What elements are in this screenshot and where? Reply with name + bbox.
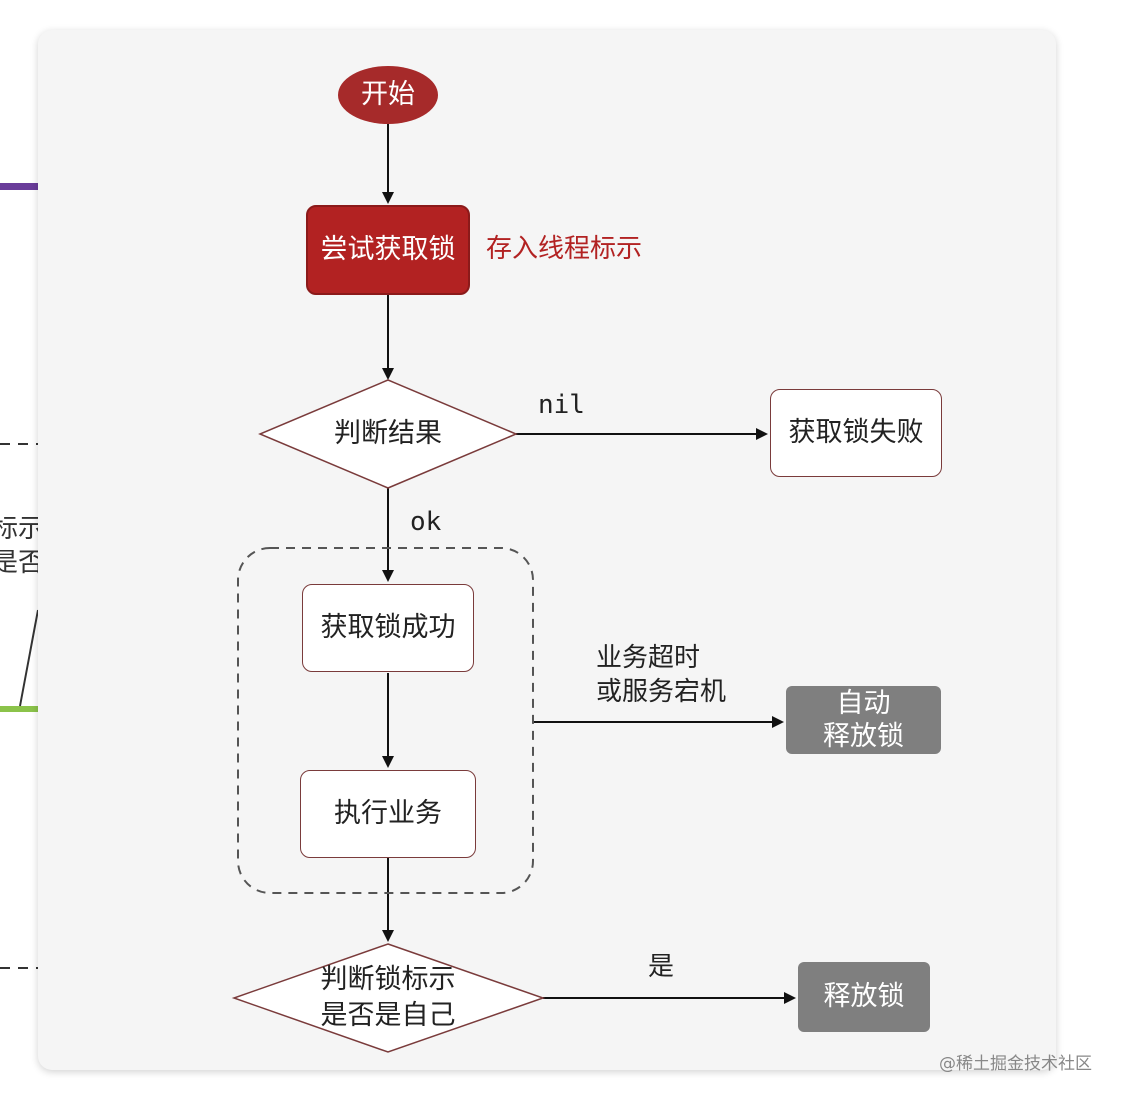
bg-green-bar xyxy=(0,706,38,712)
critical-section-group xyxy=(237,547,534,894)
judge-owner-label: 判断锁标示 是否是自己 xyxy=(320,964,456,1031)
try-lock-node: 尝试获取锁 xyxy=(306,205,470,295)
edge-label-timeout: 业务超时 或服务宕机 xyxy=(596,643,727,707)
store-thread-id-note: 存入线程标示 xyxy=(486,234,643,264)
lock-fail-node: 获取锁失败 xyxy=(770,389,942,477)
lock-success-node: 获取锁成功 xyxy=(302,584,474,672)
release-node: 释放锁 xyxy=(798,962,930,1032)
bg-purple-bar xyxy=(0,183,38,190)
diagram-canvas xyxy=(38,30,1056,1070)
bg-left-lines xyxy=(0,443,39,969)
watermark: @稀土掘金技术社区 xyxy=(939,1054,1092,1074)
edge-label-yes: 是 xyxy=(648,952,675,982)
edge-label-ok: ok xyxy=(410,507,442,537)
judge-result-label: 判断结果 xyxy=(334,418,442,449)
judge-result-diamond xyxy=(258,379,518,489)
judge-owner-diamond xyxy=(231,943,546,1053)
edge-label-nil: nil xyxy=(538,390,585,420)
start-node: 开始 xyxy=(338,66,438,124)
do-business-node: 执行业务 xyxy=(300,770,476,858)
auto-release-node: 自动 释放锁 xyxy=(786,686,941,754)
bg-left-text: 标示 是否 xyxy=(0,514,38,578)
